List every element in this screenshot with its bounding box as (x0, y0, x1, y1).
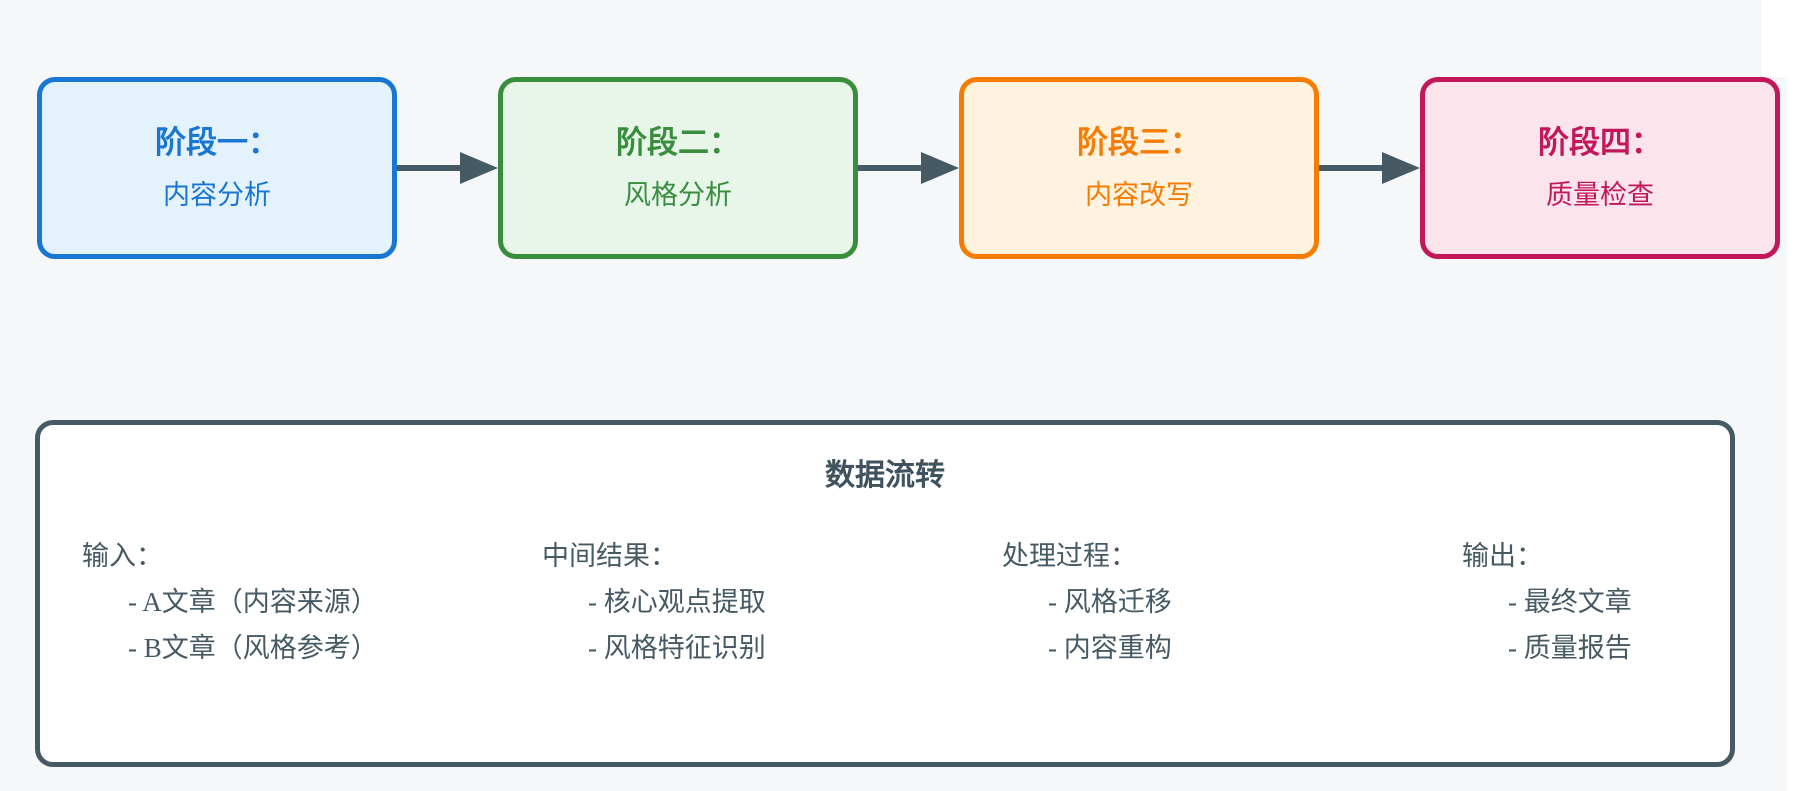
column-intermediate: 中间结果： - 核心观点提取 - 风格特征识别 (542, 533, 1002, 671)
stage-box-4: 阶段四： 质量检查 (1420, 77, 1780, 259)
stage-1-title: 内容分析 (163, 180, 271, 210)
arrow-head-icon (921, 152, 959, 184)
list-item: - 最终文章 (1508, 587, 1632, 617)
stage-box-2: 阶段二： 风格分析 (498, 77, 858, 259)
stage-3-label: 阶段三： (1077, 125, 1201, 160)
stage-box-3: 阶段三： 内容改写 (959, 77, 1319, 259)
column-input: 输入： - A文章（内容来源） - B文章（风格参考） (82, 533, 542, 671)
data-flow-title: 数据流转 (825, 459, 945, 492)
column-process: 处理过程： - 风格迁移 - 内容重构 (1002, 533, 1462, 671)
pipeline-row: 阶段一： 内容分析 阶段二： 风格分析 阶段三： 内容改写 阶段四： 质量检查 (37, 77, 1780, 259)
page-gutter-notch (1762, 0, 1798, 77)
flow-arrow-2 (858, 77, 959, 259)
arrow-head-icon (1382, 152, 1420, 184)
column-header: 输出： (1462, 541, 1543, 571)
column-output: 输出： - 最终文章 - 质量报告 (1462, 533, 1632, 671)
column-header: 中间结果： (542, 541, 677, 571)
data-flow-columns: 输入： - A文章（内容来源） - B文章（风格参考） 中间结果： - 核心观点… (40, 533, 1730, 671)
arrow-shaft (397, 165, 460, 171)
stage-2-title: 风格分析 (624, 180, 732, 210)
list-item: - 质量报告 (1508, 633, 1632, 663)
list-item: - A文章（内容来源） (128, 587, 378, 617)
flow-arrow-1 (397, 77, 498, 259)
arrow-shaft (858, 165, 921, 171)
stage-4-label: 阶段四： (1538, 125, 1662, 160)
stage-1-label: 阶段一： (155, 125, 279, 160)
stage-4-title: 质量检查 (1546, 180, 1654, 210)
column-header: 输入： (82, 541, 163, 571)
page-gutter (1787, 0, 1798, 791)
arrow-head-icon (460, 152, 498, 184)
stage-3-title: 内容改写 (1085, 180, 1193, 210)
data-flow-box: 数据流转 输入： - A文章（内容来源） - B文章（风格参考） 中间结果： -… (35, 420, 1735, 767)
column-header: 处理过程： (1002, 541, 1137, 571)
list-item: - 风格迁移 (1048, 587, 1172, 617)
arrow-shaft (1319, 165, 1382, 171)
list-item: - 风格特征识别 (588, 633, 766, 663)
flow-arrow-3 (1319, 77, 1420, 259)
list-item: - 核心观点提取 (588, 587, 766, 617)
stage-2-label: 阶段二： (616, 125, 740, 160)
stage-box-1: 阶段一： 内容分析 (37, 77, 397, 259)
list-item: - B文章（风格参考） (128, 633, 378, 663)
list-item: - 内容重构 (1048, 633, 1172, 663)
